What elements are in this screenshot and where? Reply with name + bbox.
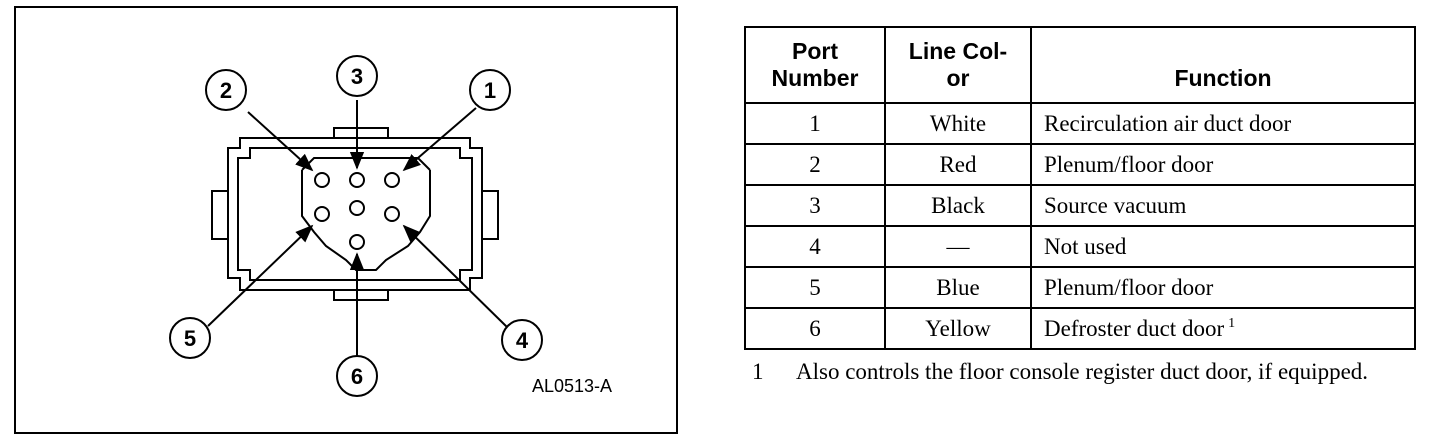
callout-2: 2 (205, 69, 247, 111)
cell-color: — (884, 225, 1032, 268)
cell-port: 6 (744, 307, 886, 350)
footnote-reference: 1 (1228, 315, 1236, 331)
connector-body (211, 127, 499, 301)
cell-port: 5 (744, 266, 886, 309)
header-function: Function (1030, 26, 1416, 104)
port-5-hole (314, 206, 330, 222)
callout-5-label: 5 (184, 326, 196, 351)
cell-function-text: Defroster duct door (1044, 315, 1225, 341)
callout-6: 6 (336, 355, 378, 397)
cell-function: Plenum/floor door (1030, 266, 1416, 309)
callout-5: 5 (169, 317, 211, 359)
table-row: 2 Red Plenum/floor door (744, 143, 1416, 186)
table-footnote: 1 Also controls the floor console regist… (752, 358, 1392, 386)
header-port-line1: Port (792, 38, 838, 64)
arrow-1 (402, 107, 477, 172)
cell-function: Not used (1030, 225, 1416, 268)
callout-4-label: 4 (516, 328, 529, 353)
table-header-row: Port Number Line Col- or Function (744, 26, 1416, 104)
connector-diagram-panel: 2 3 1 5 4 6 AL0513-A (14, 6, 678, 434)
cell-color: White (884, 102, 1032, 145)
port-3-hole (349, 172, 365, 188)
callout-6-label: 6 (351, 364, 363, 389)
table-row: 5 Blue Plenum/floor door (744, 266, 1416, 309)
footnote-number: 1 (752, 359, 764, 384)
callout-1: 1 (469, 69, 511, 111)
port-2-hole (314, 172, 330, 188)
footnote-text: Also controls the floor console register… (796, 359, 1369, 384)
port-center-hole (349, 200, 365, 216)
header-port-line2: Number (771, 65, 859, 91)
cell-color: Blue (884, 266, 1032, 309)
port-1-hole (384, 172, 400, 188)
cell-port: 3 (744, 184, 886, 227)
cell-port: 4 (744, 225, 886, 268)
port-6-hole (349, 234, 365, 250)
arrow-4 (402, 224, 509, 329)
cell-function: Plenum/floor door (1030, 143, 1416, 186)
callout-3-label: 3 (351, 64, 363, 89)
cell-function: Source vacuum (1030, 184, 1416, 227)
figure-code: AL0513-A (532, 376, 612, 396)
header-port-number: Port Number (744, 26, 886, 104)
vacuum-connector-diagram: 2 3 1 5 4 6 AL0513-A (169, 55, 612, 397)
header-line-color: Line Col- or (884, 26, 1032, 104)
cell-port: 1 (744, 102, 886, 145)
callout-2-label: 2 (220, 78, 232, 103)
cell-function: Recirculation air duct door (1030, 102, 1416, 145)
header-color-line2: or (946, 65, 970, 91)
table-row: 1 White Recirculation air duct door (744, 102, 1416, 145)
header-color-line1: Line Col- (908, 38, 1008, 64)
callout-3: 3 (336, 55, 378, 97)
arrow-5 (207, 224, 314, 327)
table-row: 4 — Not used (744, 225, 1416, 268)
cell-color: Black (884, 184, 1032, 227)
cell-color: Yellow (884, 307, 1032, 350)
port-function-table: Port Number Line Col- or Function 1 Whit… (744, 26, 1416, 350)
cell-port: 2 (744, 143, 886, 186)
callout-4: 4 (501, 319, 543, 361)
table-row: 3 Black Source vacuum (744, 184, 1416, 227)
arrow-2 (247, 111, 314, 172)
callout-1-label: 1 (484, 78, 496, 103)
leader-arrows (207, 100, 509, 356)
port-4-hole (384, 206, 400, 222)
ports (314, 172, 400, 250)
cell-color: Red (884, 143, 1032, 186)
